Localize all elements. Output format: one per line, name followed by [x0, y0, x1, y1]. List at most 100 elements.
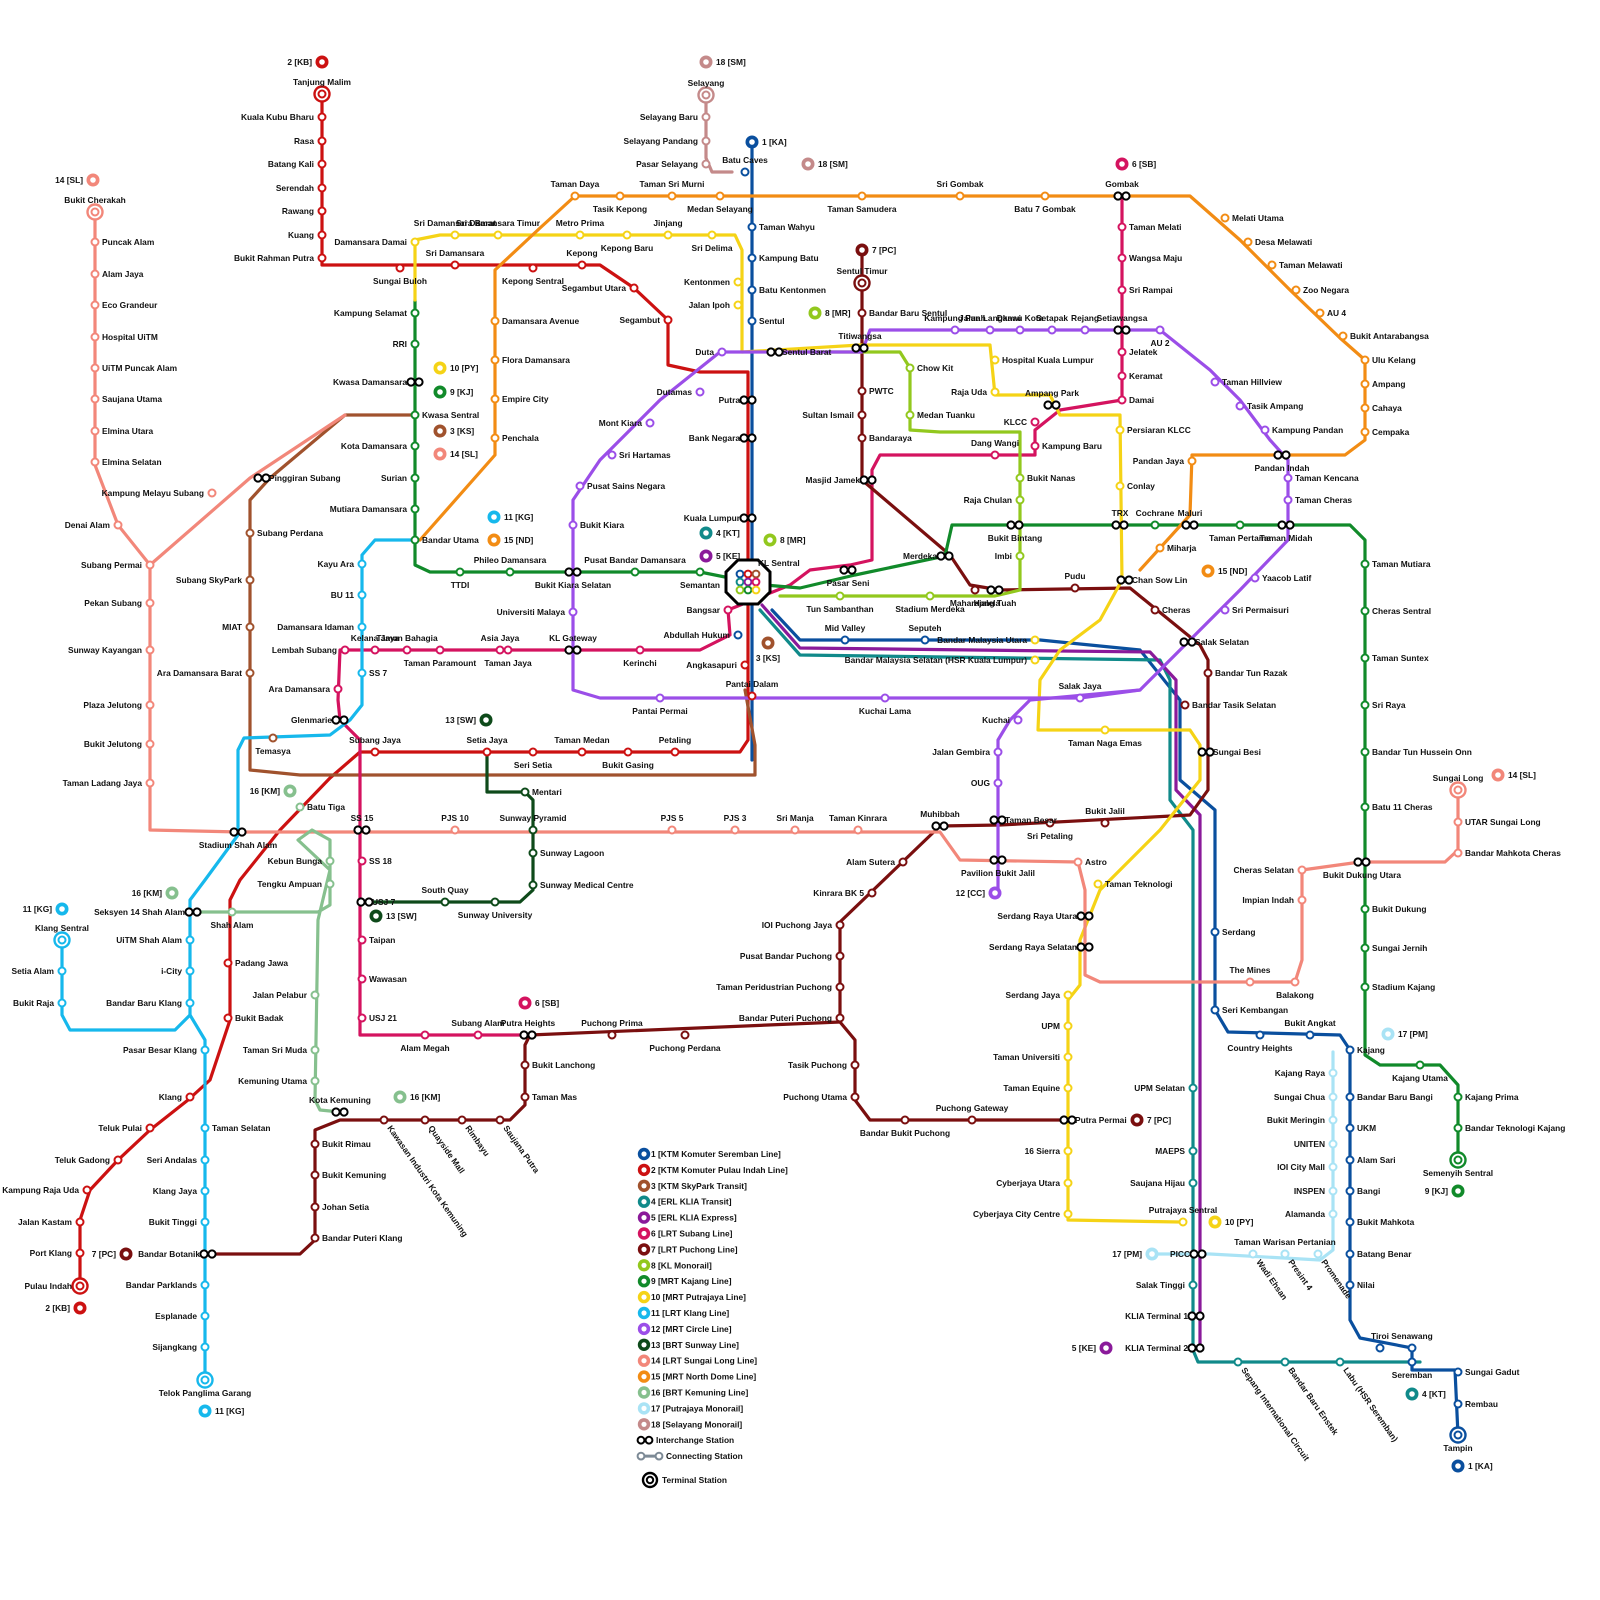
station-bukit-raja-marker[interactable]: [57, 998, 67, 1008]
station-stadium-shah-alam-marker-b[interactable]: [237, 827, 247, 837]
station-labu-hsr-seremban-marker[interactable]: [1335, 1357, 1345, 1367]
station-eco-grandeur-marker[interactable]: [90, 300, 100, 310]
station-damansara-idaman-marker[interactable]: [357, 622, 367, 632]
station-kl-gateway-marker-a[interactable]: [564, 645, 574, 655]
station-bandar-utama-marker[interactable]: [410, 535, 420, 545]
station-medan-tuanku-marker[interactable]: [905, 410, 915, 420]
station-bukit-kiara-marker[interactable]: [568, 520, 578, 530]
station-the-mines-marker[interactable]: [1245, 977, 1255, 987]
station-salak-jaya-marker[interactable]: [1075, 693, 1085, 703]
station-rembau-marker[interactable]: [1453, 1399, 1463, 1409]
station-bukit-badak-marker[interactable]: [223, 1013, 233, 1023]
station-sri-rampai-marker[interactable]: [1117, 285, 1127, 295]
station-rejang-marker[interactable]: [1080, 325, 1090, 335]
station-bukit-dukung-utara-marker-b[interactable]: [1361, 857, 1371, 867]
station-bangi-marker[interactable]: [1345, 1186, 1355, 1196]
station-kampung-pandan-marker[interactable]: [1260, 425, 1270, 435]
station-jalan-kastam-marker[interactable]: [75, 1217, 85, 1227]
station-saujana-putra-marker[interactable]: [495, 1115, 505, 1125]
station-sri-raya-marker[interactable]: [1360, 700, 1370, 710]
station-taman-suntex-marker[interactable]: [1360, 653, 1370, 663]
station-dutamas-marker[interactable]: [695, 387, 705, 397]
station-putra-marker-a[interactable]: [739, 395, 749, 405]
station-cheras-selatan-marker[interactable]: [1297, 865, 1307, 875]
station-tasik-ampang-marker[interactable]: [1235, 401, 1245, 411]
station-ss-15-marker-a[interactable]: [353, 825, 363, 835]
station-alam-megah-marker[interactable]: [420, 1030, 430, 1040]
station-kerinchi-marker[interactable]: [635, 645, 645, 655]
station-teluk-pulai-marker[interactable]: [145, 1123, 155, 1133]
station-sri-manja-marker[interactable]: [790, 825, 800, 835]
station-puchong-prima-marker[interactable]: [607, 1030, 617, 1040]
station-uitm-shah-alam-marker[interactable]: [185, 935, 195, 945]
station-zoo-negara-marker[interactable]: [1291, 285, 1301, 295]
station-sunway-medical-centre-marker[interactable]: [528, 880, 538, 890]
station-pusat-bandar-puchong-marker[interactable]: [835, 951, 845, 961]
station-flora-damansara-marker[interactable]: [490, 355, 500, 365]
station-segambut-utara-marker[interactable]: [629, 283, 639, 293]
station-mentari-marker[interactable]: [520, 787, 530, 797]
station-penchala-marker[interactable]: [490, 433, 500, 443]
station-rasa-marker[interactable]: [317, 136, 327, 146]
station-padang-jawa-marker[interactable]: [223, 958, 233, 968]
station-putra-heights-marker-a[interactable]: [519, 1030, 529, 1040]
station-empire-city-marker[interactable]: [490, 394, 500, 404]
station-asia-jaya-marker[interactable]: [495, 645, 505, 655]
terminal-klang-sentral-marker[interactable]: [57, 935, 67, 945]
station-taman-hillview-marker[interactable]: [1210, 377, 1220, 387]
station-universiti-malaya-marker[interactable]: [568, 607, 578, 617]
station-kwasa-damansara-marker-a[interactable]: [406, 377, 416, 387]
station-bukit-kiara-selatan-marker-b[interactable]: [572, 567, 582, 577]
station-taman-bahagia-marker[interactable]: [402, 645, 412, 655]
station-taman-wahyu-marker[interactable]: [747, 222, 757, 232]
station-temasya-marker[interactable]: [268, 733, 278, 743]
station-bandar-malaysia-selatan-hsr-kuala-lumpur-marker[interactable]: [1030, 655, 1040, 665]
station-batang-kali-marker[interactable]: [317, 159, 327, 169]
station-duta-marker[interactable]: [717, 347, 727, 357]
station-bukit-meringin-marker[interactable]: [1328, 1115, 1338, 1125]
station-serdang-marker[interactable]: [1210, 927, 1220, 937]
station-cheras-sentral-marker[interactable]: [1360, 606, 1370, 616]
station-tasik-puchong-marker[interactable]: [850, 1060, 860, 1070]
station-ukm-marker[interactable]: [1345, 1123, 1355, 1133]
station-masjid-jamek-marker-b[interactable]: [867, 475, 877, 485]
station-ss-15-marker-b[interactable]: [361, 825, 371, 835]
station-lembah-subang-marker[interactable]: [340, 645, 350, 655]
station-salak-tinggi-marker[interactable]: [1188, 1280, 1198, 1290]
terminal-selayang-marker[interactable]: [701, 90, 711, 100]
terminal-sungai-long-marker[interactable]: [1453, 785, 1463, 795]
station-upm-marker[interactable]: [1063, 1021, 1073, 1031]
station-taman-mutiara-marker[interactable]: [1360, 559, 1370, 569]
station-conlay-marker[interactable]: [1115, 481, 1125, 491]
station-bukit-tinggi-marker[interactable]: [200, 1217, 210, 1227]
station-taman-universiti-marker[interactable]: [1063, 1052, 1073, 1062]
station-subang-permai-marker[interactable]: [145, 560, 155, 570]
station-jalan-ipoh-marker[interactable]: [733, 300, 743, 310]
terminal-tampin-marker[interactable]: [1453, 1430, 1463, 1440]
station-taman-besar-marker-a[interactable]: [989, 815, 999, 825]
station-sungai-jernih-marker[interactable]: [1360, 943, 1370, 953]
station-au-4-marker[interactable]: [1315, 308, 1325, 318]
station-kampung-melayu-subang-marker[interactable]: [207, 488, 217, 498]
station-bandar-parklands-marker[interactable]: [200, 1280, 210, 1290]
station-wangsa-maju-marker[interactable]: [1117, 253, 1127, 263]
station-taman-paramount-marker[interactable]: [435, 645, 445, 655]
station-titiwangsa-marker-a[interactable]: [851, 343, 861, 353]
station-raja-chulan-marker[interactable]: [1015, 495, 1025, 505]
station-desa-melawati-marker[interactable]: [1243, 237, 1253, 247]
station-damai-marker[interactable]: [1117, 395, 1127, 405]
station-bukit-angkat-marker[interactable]: [1305, 1030, 1315, 1040]
station-batu-tiga-marker[interactable]: [295, 802, 305, 812]
station-hang-tuah-marker-a[interactable]: [986, 585, 996, 595]
station-bukit-bintang-marker-b[interactable]: [1014, 520, 1024, 530]
station-titiwangsa-marker-b[interactable]: [859, 343, 869, 353]
station-subang-jaya-marker[interactable]: [370, 747, 380, 757]
station-bandar-tun-razak-marker[interactable]: [1203, 668, 1213, 678]
station-bandar-mahkota-cheras-marker[interactable]: [1453, 848, 1463, 858]
station-maharajalela-marker[interactable]: [970, 585, 980, 595]
station-sungai-chua-marker[interactable]: [1328, 1092, 1338, 1102]
station-mont-kiara-marker[interactable]: [645, 418, 655, 428]
station-kemuning-utama-marker[interactable]: [310, 1076, 320, 1086]
station-sri-damansara-timur-marker[interactable]: [493, 230, 503, 240]
station-astro-marker[interactable]: [1073, 857, 1083, 867]
